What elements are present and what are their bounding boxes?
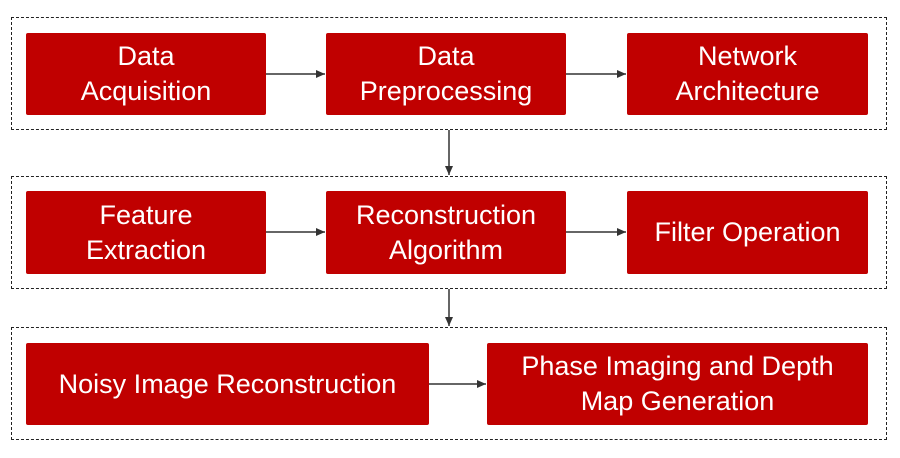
stage-group-3 <box>11 327 887 440</box>
stage-group-2 <box>11 176 887 289</box>
reconstruction-algorithm-box: Reconstruction Algorithm <box>326 191 566 274</box>
data-preprocessing-box: Data Preprocessing <box>326 33 566 115</box>
network-architecture-box: Network Architecture <box>627 33 868 115</box>
noisy-image-reconstruction-box: Noisy Image Reconstruction <box>26 343 429 425</box>
filter-operation-box: Filter Operation <box>627 191 868 274</box>
phase-imaging-depth-map-box: Phase Imaging and Depth Map Generation <box>487 343 868 425</box>
data-acquisition-box: Data Acquisition <box>26 33 266 115</box>
feature-extraction-box: Feature Extraction <box>26 191 266 274</box>
stage-group-1 <box>11 17 887 130</box>
